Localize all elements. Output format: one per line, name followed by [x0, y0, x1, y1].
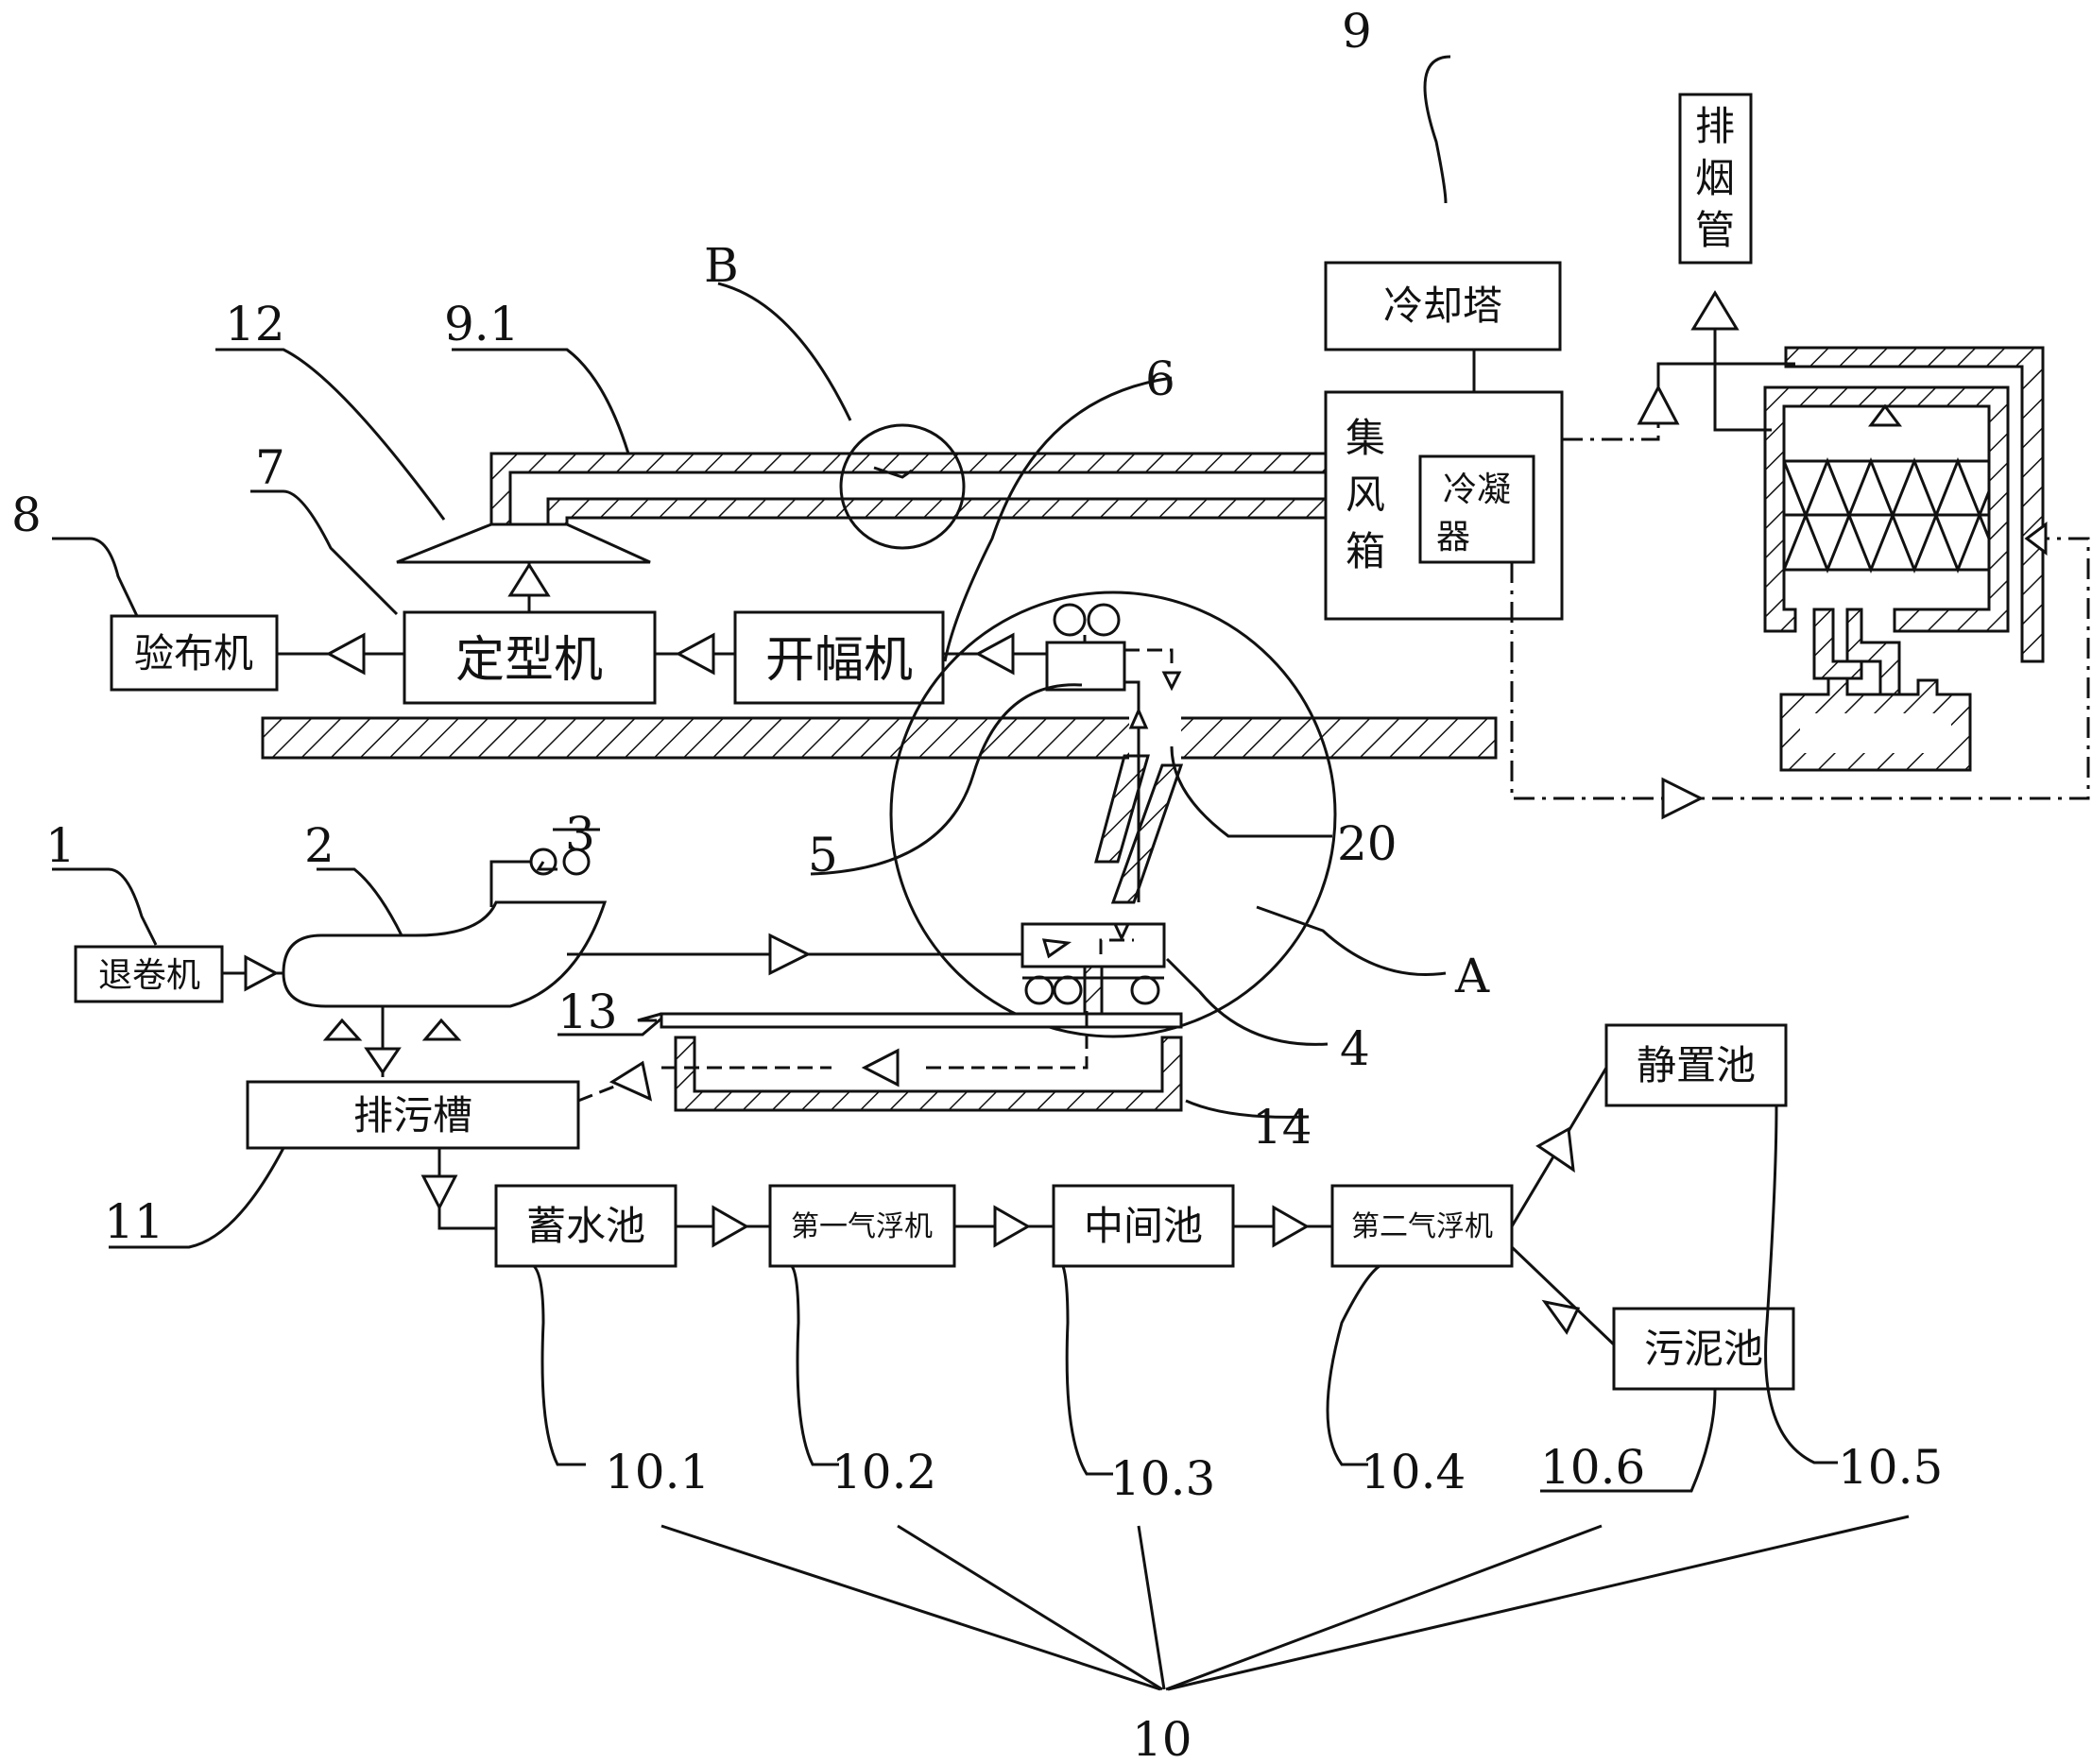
condenser-box: 冷凝 器 — [1418, 454, 1535, 564]
label-b: B — [704, 238, 739, 293]
exhaust-duct-9-1 — [489, 452, 1328, 526]
settling-pool-box: 静置池 — [1604, 1023, 1788, 1107]
support-2 — [421, 1018, 462, 1041]
middle-pool-text: 中间池 — [1084, 1203, 1203, 1249]
label-1: 1 — [45, 818, 76, 873]
fabric-inspector-box: 验布机 — [110, 614, 279, 692]
flotation-1-box: 第一气浮机 — [768, 1184, 956, 1268]
opener-box: 开幅机 — [733, 610, 945, 705]
middle-pool-box: 中间池 — [1052, 1184, 1235, 1268]
label-14: 14 — [1252, 1100, 1312, 1155]
unwinder-text: 退卷机 — [98, 956, 200, 995]
arrow-tank — [609, 1060, 653, 1102]
label-9: 9 — [1342, 4, 1372, 59]
cloth-cart-4 — [1020, 922, 1166, 1016]
label-10-5: 10.5 — [1838, 1440, 1943, 1495]
arrow-condensate — [1661, 777, 1705, 820]
label-6: 6 — [1145, 351, 1175, 406]
damper-valve — [873, 466, 913, 479]
flotation-2-box: 第二气浮机 — [1330, 1184, 1514, 1268]
air-box-char-1: 集 — [1346, 415, 1385, 461]
reservoir-box: 蓄水池 — [494, 1184, 677, 1268]
label-4: 4 — [1340, 1021, 1370, 1076]
j-box-2 — [282, 900, 608, 1008]
reference-labels: 8 7 12 9.1 B 6 9 5 20 A 4 13 14 3 2 1 11… — [11, 4, 1943, 1764]
opener-text: 开幅机 — [765, 632, 913, 689]
arrow-fabric — [768, 933, 812, 976]
arrow-f1-m — [993, 1205, 1032, 1248]
arrow-vent — [1637, 384, 1680, 425]
vent-line — [1562, 406, 1660, 441]
flotation-2-text: 第二气浮机 — [1351, 1210, 1493, 1243]
exhaust-hood-12 — [396, 522, 651, 612]
rail-13 — [660, 1012, 1183, 1029]
chimney-char-1: 排 — [1695, 103, 1735, 149]
label-20: 20 — [1337, 816, 1398, 871]
sewage-trough-text: 排污槽 — [353, 1092, 472, 1139]
scrubber-tower — [1763, 346, 2045, 772]
label-9-1: 9.1 — [444, 297, 520, 351]
sludge-pool-box: 污泥池 — [1612, 1307, 1795, 1391]
cooling-tower-text: 冷却塔 — [1383, 283, 1502, 329]
arrow-drain — [364, 1047, 402, 1075]
label-10-4: 10.4 — [1361, 1445, 1466, 1499]
detail-circle-b — [839, 423, 966, 550]
condenser-char-1: 冷凝 — [1443, 471, 1511, 509]
flotation-1-text: 第一气浮机 — [791, 1210, 933, 1243]
arrow-m-f2 — [1272, 1205, 1311, 1248]
label-7: 7 — [255, 440, 285, 495]
arrow-chimney — [1690, 290, 1740, 331]
setting-machine-text: 定型机 — [455, 632, 603, 689]
fabric-inspector-text: 验布机 — [134, 630, 253, 676]
arrow-scrubber — [2024, 522, 2048, 556]
arrow-f2-settle — [1535, 1126, 1575, 1173]
setting-machine-box: 定型机 — [403, 610, 657, 705]
condensate-line — [1510, 537, 2090, 800]
cooling-tower-box: 冷却塔 — [1324, 261, 1562, 351]
arrow-unwinder — [244, 954, 280, 992]
label-10-3: 10.3 — [1110, 1451, 1215, 1506]
arrow-f2-sludge — [1541, 1299, 1581, 1335]
sludge-pool-text: 污泥池 — [1644, 1326, 1763, 1372]
settling-pool-text: 静置池 — [1637, 1042, 1756, 1088]
arrow-to-reservoir — [420, 1174, 458, 1211]
label-10-1: 10.1 — [605, 1445, 710, 1499]
label-10: 10 — [1132, 1712, 1192, 1764]
chimney-char-2: 烟 — [1695, 155, 1735, 201]
label-12: 12 — [225, 297, 285, 351]
label-5: 5 — [808, 828, 838, 882]
condenser-char-2: 器 — [1436, 518, 1470, 557]
label-3: 3 — [565, 807, 595, 862]
sewage-trough-box: 排污槽 — [246, 1080, 580, 1150]
chimney-char-3: 管 — [1695, 207, 1735, 253]
support-1 — [322, 1018, 363, 1041]
roller-3 — [489, 848, 591, 907]
label-13: 13 — [557, 985, 618, 1039]
label-2: 2 — [304, 818, 334, 873]
reservoir-text: 蓄水池 — [526, 1203, 645, 1249]
detail-circle-a — [889, 591, 1337, 1038]
label-a: A — [1454, 949, 1490, 1003]
air-box-char-2: 风 — [1346, 471, 1385, 518]
label-10-6: 10.6 — [1540, 1440, 1645, 1495]
label-11: 11 — [104, 1194, 164, 1249]
collecting-tank-14 — [661, 1011, 1183, 1112]
floor-slab — [261, 716, 1498, 760]
top-flow-arrows — [277, 632, 1047, 676]
arrow-r-f1 — [712, 1205, 750, 1248]
air-box-char-3: 箱 — [1346, 528, 1385, 574]
chimney-box: 排 烟 管 — [1678, 93, 1753, 265]
lifting-roller-5 — [1045, 603, 1182, 902]
leaders — [52, 55, 1910, 1691]
label-10-2: 10.2 — [832, 1445, 936, 1499]
label-8: 8 — [11, 488, 42, 542]
unwinder-box: 退卷机 — [74, 945, 224, 1003]
